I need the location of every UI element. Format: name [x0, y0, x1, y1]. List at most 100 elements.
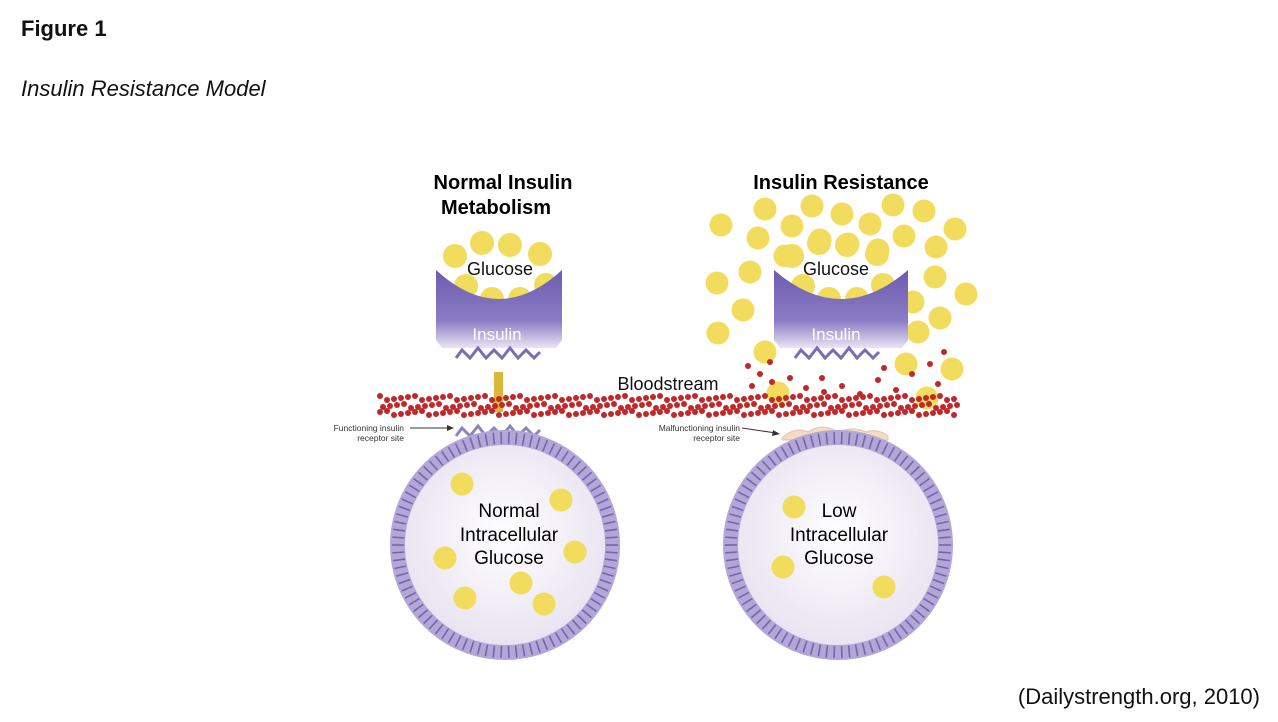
membrane-stroke: [396, 513, 409, 518]
membrane-stroke: [809, 642, 815, 655]
red-blood-cell: [566, 396, 572, 402]
membrane-stroke: [817, 644, 822, 657]
red-blood-cell: [849, 402, 855, 408]
red-blood-cell: [811, 412, 817, 418]
red-blood-cell: [803, 385, 809, 391]
red-blood-cell: [499, 402, 505, 408]
membrane-stroke: [725, 558, 739, 562]
red-blood-cell: [804, 408, 810, 414]
membrane-stroke: [593, 491, 606, 499]
red-blood-cell: [650, 410, 656, 416]
glucose-molecule: [549, 488, 573, 512]
red-blood-cell: [944, 408, 950, 414]
red-blood-cell: [464, 402, 470, 408]
red-blood-cell: [559, 397, 565, 403]
left-glucose-label: Glucose: [467, 259, 533, 279]
membrane-stroke: [937, 558, 951, 562]
red-blood-cell: [762, 393, 768, 399]
membrane-stroke: [514, 432, 518, 445]
membrane-stroke: [767, 624, 777, 635]
red-blood-cell: [821, 401, 827, 407]
red-blood-cell: [870, 404, 876, 410]
membrane-stroke: [910, 614, 920, 625]
right-receptor-arrow: [741, 427, 777, 434]
red-blood-cell: [681, 401, 687, 407]
glucose-molecule: [450, 472, 474, 496]
red-blood-cell: [583, 405, 589, 411]
red-blood-cell: [461, 412, 467, 418]
red-blood-cell: [622, 409, 628, 415]
red-blood-cell: [629, 397, 635, 403]
red-blood-cell: [426, 396, 432, 402]
membrane-stroke: [566, 624, 576, 635]
red-blood-cell: [478, 405, 484, 411]
glucose-molecule: [872, 575, 896, 599]
red-blood-cell: [534, 402, 540, 408]
glucose-molecule: [443, 244, 467, 268]
membrane-stroke: [401, 585, 414, 592]
red-blood-cell: [905, 404, 911, 410]
membrane-stroke: [737, 491, 750, 499]
red-blood-cell: [625, 404, 631, 410]
red-blood-cell: [699, 408, 705, 414]
red-blood-cell: [853, 411, 859, 417]
membrane-stroke: [729, 513, 742, 518]
membrane-stroke: [861, 435, 867, 448]
red-blood-cell: [783, 411, 789, 417]
membrane-stroke: [929, 585, 942, 592]
membrane-stroke: [929, 498, 942, 505]
glucose-molecule: [753, 197, 777, 221]
membrane-stroke: [521, 433, 526, 446]
membrane-stroke: [447, 632, 456, 644]
left-cell: Normal Intracellular Glucose: [390, 430, 620, 660]
red-blood-cell: [706, 396, 712, 402]
membrane-stroke: [727, 520, 740, 525]
red-blood-cell: [615, 394, 621, 400]
membrane-stroke: [484, 644, 489, 657]
glucose-molecule: [470, 231, 494, 255]
red-blood-cell: [405, 394, 411, 400]
membrane-stroke: [461, 439, 468, 452]
membrane-stroke: [603, 565, 616, 570]
red-blood-cell: [674, 402, 680, 408]
red-blood-cell: [828, 405, 834, 411]
red-blood-cell: [825, 394, 831, 400]
red-blood-cell: [587, 393, 593, 399]
membrane-stroke: [469, 640, 475, 653]
red-blood-cell: [825, 410, 831, 416]
glucose-molecule: [705, 271, 729, 295]
red-blood-cell: [867, 409, 873, 415]
red-blood-cell: [832, 409, 838, 415]
membrane-stroke: [560, 450, 569, 462]
membrane-stroke: [893, 628, 902, 640]
membrane-stroke: [847, 645, 851, 658]
red-blood-cell: [384, 397, 390, 403]
left-cell-text-line1: Normal: [478, 501, 539, 522]
red-blood-cell: [709, 402, 715, 408]
membrane-stroke: [542, 638, 549, 651]
membrane-stroke: [441, 628, 450, 640]
red-blood-cell: [496, 396, 502, 402]
membrane-stroke: [461, 638, 468, 651]
membrane-stroke: [599, 505, 612, 512]
red-blood-cell: [874, 408, 880, 414]
red-blood-cell: [587, 409, 593, 415]
membrane-stroke: [423, 465, 433, 476]
red-blood-cell: [881, 365, 887, 371]
red-blood-cell: [650, 394, 656, 400]
red-blood-cell: [422, 403, 428, 409]
membrane-stroke: [596, 585, 609, 592]
glucose-molecule: [509, 571, 533, 595]
red-blood-cell: [818, 411, 824, 417]
red-blood-cell: [604, 402, 610, 408]
membrane-stroke: [774, 628, 783, 640]
glucose-molecule: [498, 233, 522, 257]
membrane-stroke: [528, 642, 534, 655]
red-blood-cell: [415, 404, 421, 410]
red-blood-cell: [839, 397, 845, 403]
red-blood-cell: [734, 397, 740, 403]
membrane-stroke: [861, 642, 867, 655]
red-blood-cell: [664, 397, 670, 403]
left-heading-line1: Normal Insulin: [434, 172, 573, 194]
